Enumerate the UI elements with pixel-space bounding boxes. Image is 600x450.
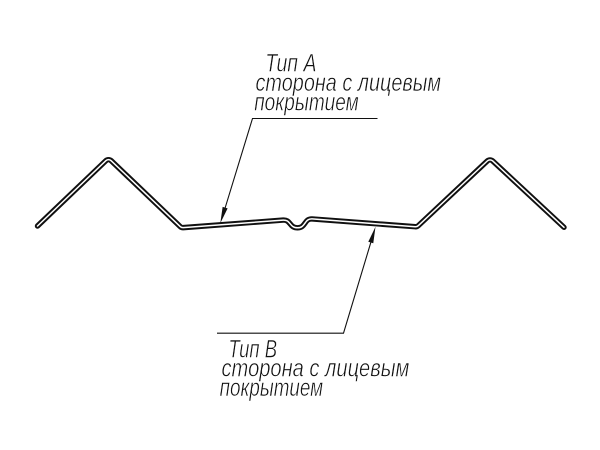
svg-text:сторона с лицевым: сторона с лицевым (222, 355, 410, 383)
svg-text:покрытием: покрытием (220, 374, 324, 402)
svg-text:покрытием: покрытием (254, 88, 359, 116)
svg-text:Тип В: Тип В (228, 335, 277, 363)
svg-text:Тип А: Тип А (265, 49, 316, 77)
svg-text:сторона с лицевым: сторона с лицевым (256, 69, 442, 97)
